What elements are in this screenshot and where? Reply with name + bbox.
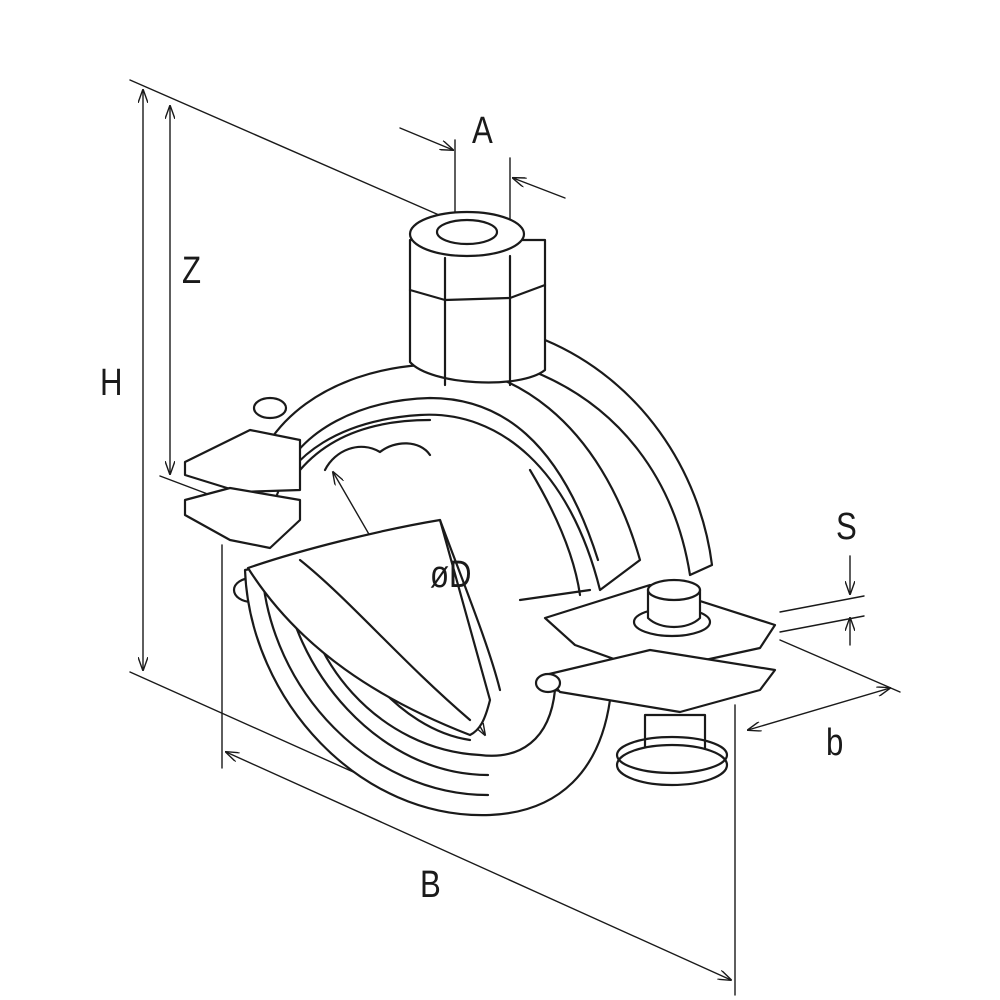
lower-band <box>243 558 612 817</box>
label-A: A <box>472 110 493 152</box>
label-D: øD <box>430 554 472 596</box>
upper-band <box>248 363 642 592</box>
small-b-extension <box>779 639 901 693</box>
label-B: B <box>420 864 441 906</box>
rubber-lining-wave <box>323 442 432 472</box>
label-b: b <box>826 722 844 764</box>
hex-nut-chamfer <box>408 283 547 302</box>
lower-band-inner <box>246 518 492 737</box>
threaded-hole <box>435 218 499 246</box>
lower-inner-edge <box>438 518 502 692</box>
label-S: S <box>836 506 857 548</box>
rubber-lining-edge <box>298 418 432 472</box>
right-bolt-bottom-head <box>615 743 729 787</box>
dimension-b <box>748 688 890 730</box>
s-extension-bottom <box>779 615 865 633</box>
dimension-lines <box>129 79 901 996</box>
rear-band <box>528 338 714 577</box>
hex-nut-body <box>408 238 547 384</box>
dimension-A-left-arrow <box>399 127 453 150</box>
left-lower-plate <box>183 486 302 550</box>
upper-band-groove <box>528 468 582 597</box>
lower-band-rib-1 <box>260 568 490 797</box>
lower-inner-groove <box>298 558 472 722</box>
label-Z: Z <box>182 250 202 292</box>
left-screw-head <box>252 396 288 420</box>
upper-band-end <box>518 588 592 602</box>
top-extension-line <box>129 79 456 223</box>
right-bolt-bottom-rim <box>615 735 729 775</box>
clamp-body <box>183 210 777 817</box>
plate-hinge <box>534 672 562 694</box>
dimension-B <box>226 752 731 980</box>
upper-band-rib <box>278 396 600 562</box>
s-extension-top <box>779 595 865 613</box>
label-H: H <box>100 362 123 404</box>
right-bolt-top-face <box>646 578 702 602</box>
right-lower-plate <box>543 648 777 714</box>
dimension-A-right-arrow <box>513 178 566 199</box>
left-upper-plate <box>183 428 302 494</box>
